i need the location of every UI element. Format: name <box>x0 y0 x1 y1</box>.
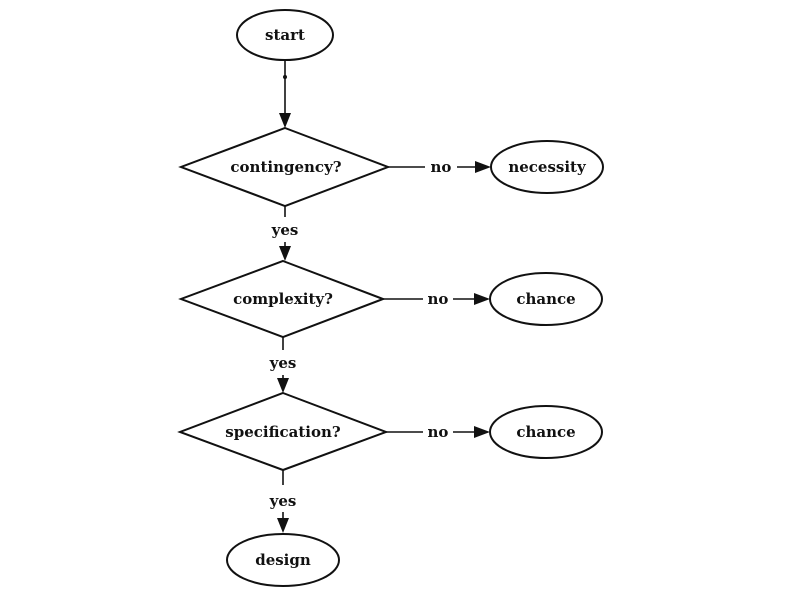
necessity-ellipse <box>490 140 604 194</box>
edge-specification-yes: yes <box>269 470 297 533</box>
arrowhead-icon <box>475 161 491 173</box>
node-necessity: necessity <box>490 140 604 194</box>
edge-dot <box>283 75 287 79</box>
start-label: start <box>265 26 305 44</box>
edge-label-no: no <box>428 423 449 441</box>
necessity-label: necessity <box>508 158 587 176</box>
edge-label-yes: yes <box>269 354 297 372</box>
node-specification: specification? <box>177 391 389 472</box>
edge-label-yes: yes <box>269 492 297 510</box>
contingency-label: contingency? <box>230 158 341 176</box>
edge-label-yes: yes <box>271 221 299 239</box>
edge-contingency-no: no <box>388 158 491 176</box>
chance-ellipse <box>489 405 603 459</box>
edge-contingency-yes: yes <box>271 206 299 261</box>
node-start: start <box>236 9 334 61</box>
arrowhead-icon <box>279 113 291 128</box>
arrowhead-icon <box>277 518 289 533</box>
node-design: design <box>226 533 340 587</box>
chance-label: chance <box>516 423 575 441</box>
arrowhead-icon <box>279 246 291 261</box>
node-contingency: contingency? <box>178 126 391 208</box>
arrowhead-icon <box>474 426 490 438</box>
complexity-label: complexity? <box>233 290 333 308</box>
edge-label-no: no <box>431 158 452 176</box>
arrowhead-icon <box>277 378 289 393</box>
edge-complexity-yes: yes <box>269 337 297 393</box>
specification-label: specification? <box>225 423 341 441</box>
node-chance-2: chance <box>489 405 603 459</box>
edge-specification-no: no <box>386 423 490 441</box>
edge-start-to-contingency <box>279 60 291 128</box>
edge-complexity-no: no <box>383 290 490 308</box>
design-label: design <box>255 551 311 569</box>
node-complexity: complexity? <box>178 259 386 339</box>
chance-label: chance <box>516 290 575 308</box>
node-chance-1: chance <box>489 272 603 326</box>
arrowhead-icon <box>474 293 490 305</box>
edge-label-no: no <box>428 290 449 308</box>
chance-ellipse <box>489 272 603 326</box>
design-ellipse <box>226 533 340 587</box>
